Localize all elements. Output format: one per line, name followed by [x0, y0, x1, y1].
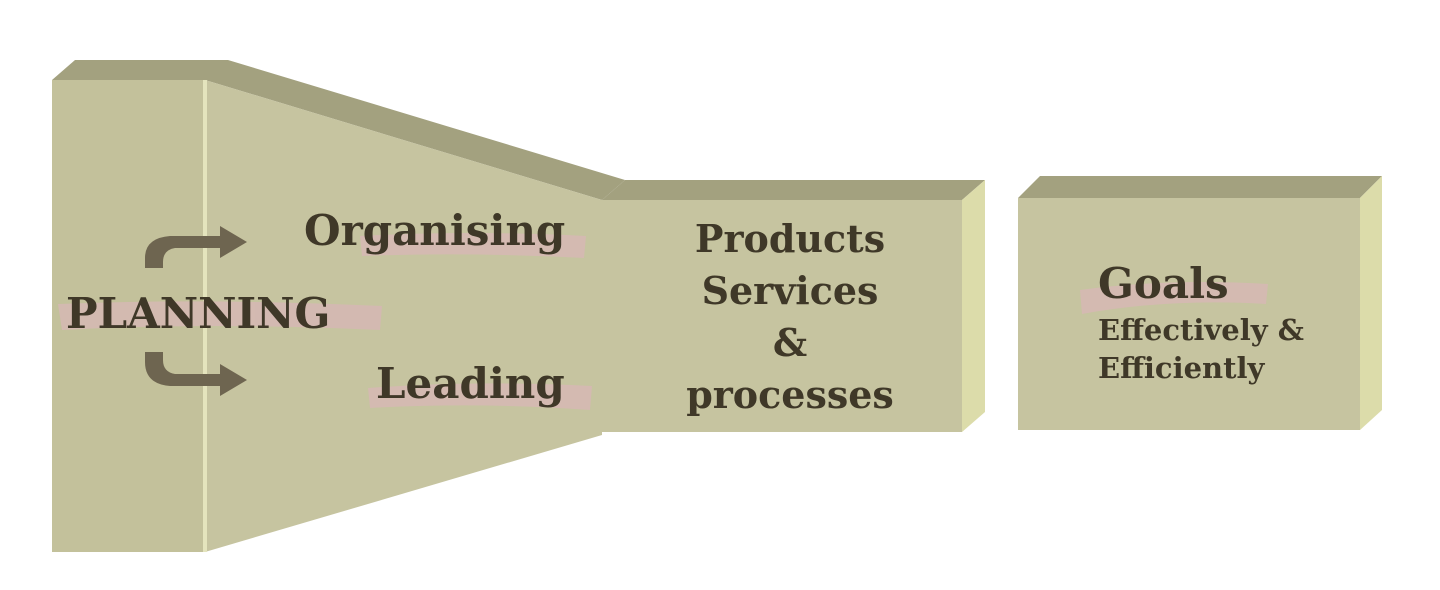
- arrow-down-icon: [145, 352, 247, 396]
- goals-line-2: Efficiently: [1098, 351, 1266, 385]
- products-box-front-face: [602, 200, 962, 432]
- arrow-up-icon: [145, 226, 247, 268]
- planning-block-funnel-face: [205, 80, 602, 552]
- leading-label: Leading: [376, 359, 565, 408]
- products-line-2: Services: [702, 268, 879, 313]
- products-line-3: &: [773, 320, 807, 365]
- goals-box-front-face: [1018, 198, 1360, 430]
- planning-arrows: [145, 226, 247, 396]
- products-line-4: processes: [686, 372, 894, 417]
- products-box: [602, 180, 985, 432]
- products-box-top-face: [602, 180, 985, 200]
- products-box-side-face: [962, 180, 985, 432]
- planning-highlight: [58, 301, 382, 330]
- goals-box-side-face: [1360, 176, 1382, 430]
- label-highlights: [58, 233, 1268, 410]
- organising-label: Organising: [304, 206, 565, 255]
- leading-highlight: [368, 383, 592, 410]
- products-line-1: Products: [695, 216, 885, 261]
- goals-highlight: [1080, 282, 1268, 314]
- planning-block-top-face: [52, 60, 625, 200]
- planning-label: PLANNING: [66, 289, 330, 338]
- goals-box-top-face: [1018, 176, 1382, 198]
- goals-line-1: Effectively &: [1098, 313, 1304, 347]
- organising-highlight: [360, 233, 586, 258]
- goals-title: Goals: [1098, 259, 1229, 308]
- goals-box: [1018, 176, 1382, 430]
